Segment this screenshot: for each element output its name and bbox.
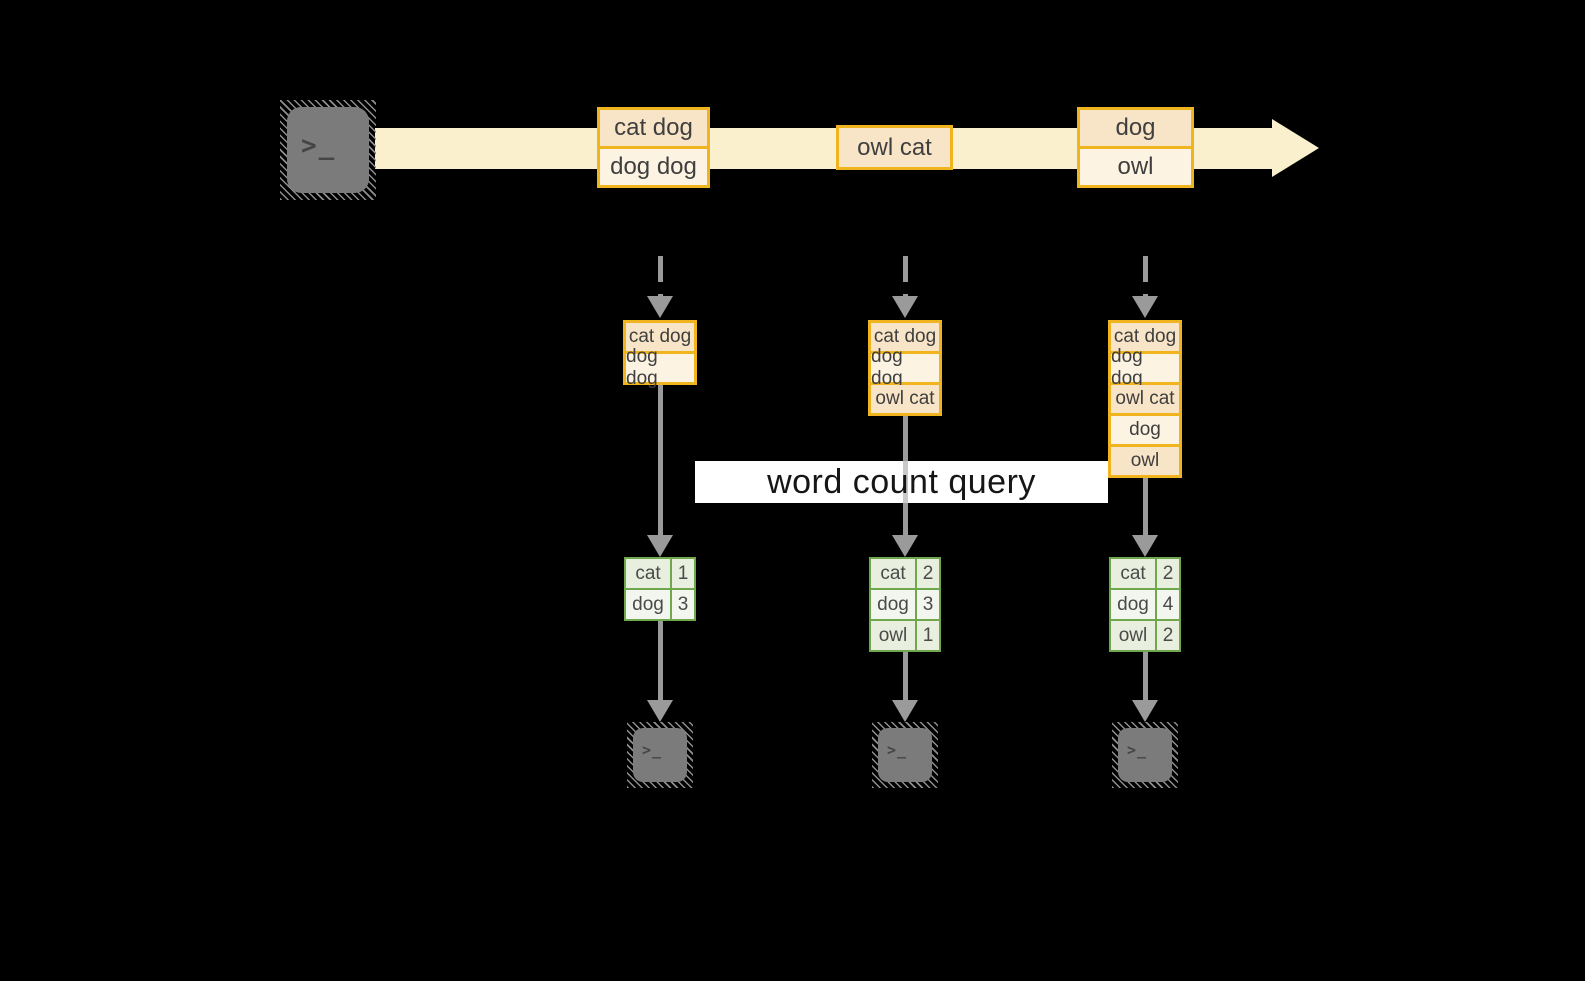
word-cell: cat <box>1111 559 1155 588</box>
terminal-prompt-icon: >_ <box>642 741 663 759</box>
word-cell: owl <box>871 621 915 650</box>
stream-event-cell: owl cat <box>839 128 950 167</box>
count-cell: 4 <box>1157 590 1179 619</box>
word-cell: cat <box>626 559 670 588</box>
output-terminal-icon: >_ <box>1112 722 1178 788</box>
ingest-arrow-dashed <box>1143 256 1148 296</box>
query-arrowhead-icon <box>647 535 673 557</box>
output-arrowhead-icon <box>1132 700 1158 722</box>
query-label-box: word count query <box>695 461 1108 503</box>
count-cell: 2 <box>917 559 939 588</box>
buffer-cell: dog dog <box>626 346 694 389</box>
count-cell: 1 <box>672 559 694 588</box>
buffer-cell: owl <box>1111 447 1179 475</box>
word-count-table-2: cat 2 dog 3 owl 1 <box>869 557 941 652</box>
buffer-cell: cat dog <box>871 323 939 351</box>
output-arrow <box>903 652 908 700</box>
count-cell: 3 <box>672 590 694 619</box>
terminal-screen: >_ <box>633 728 687 782</box>
word-cell: owl <box>1111 621 1155 650</box>
output-terminal-icon: >_ <box>872 722 938 788</box>
event-buffer-stack-2: cat dog dog dog owl cat <box>868 320 942 416</box>
terminal-prompt-icon: >_ <box>887 741 908 759</box>
count-cell: 2 <box>1157 621 1179 650</box>
buffer-cell: dog dog <box>871 346 939 389</box>
terminal-screen: >_ <box>1118 728 1172 782</box>
output-arrowhead-icon <box>892 700 918 722</box>
word-cell: cat <box>871 559 915 588</box>
count-cell: 2 <box>1157 559 1179 588</box>
buffer-cell: cat dog <box>1111 323 1179 351</box>
word-cell: dog <box>626 590 670 619</box>
stream-event-cell: dog <box>1080 110 1191 146</box>
query-label: word count query <box>767 462 1036 501</box>
word-count-table-3: cat 2 dog 4 owl 2 <box>1109 557 1181 652</box>
ingest-arrow-dashed <box>658 256 663 296</box>
word-cell: dog <box>871 590 915 619</box>
word-count-table-1: cat 1 dog 3 <box>624 557 696 621</box>
stream-event-cell: owl <box>1080 149 1191 185</box>
buffer-cell: owl cat <box>871 385 939 413</box>
stream-event-box-3: dog owl <box>1077 107 1194 188</box>
query-arrow <box>658 385 663 535</box>
terminal-screen: >_ <box>287 107 369 193</box>
stream-event-box-2: owl cat <box>836 125 953 170</box>
buffer-cell: dog <box>1111 416 1179 444</box>
ingest-arrowhead-icon <box>892 296 918 318</box>
source-terminal-icon: >_ <box>280 100 376 200</box>
output-arrowhead-icon <box>647 700 673 722</box>
stream-event-cell: cat dog <box>600 110 707 146</box>
event-buffer-stack-1: cat dog dog dog <box>623 320 697 389</box>
terminal-prompt-icon: >_ <box>1127 741 1148 759</box>
ingest-arrowhead-icon <box>1132 296 1158 318</box>
stream-arrowhead-icon <box>1272 119 1319 177</box>
query-arrowhead-icon <box>892 535 918 557</box>
output-arrow <box>658 621 663 700</box>
query-arrowhead-icon <box>1132 535 1158 557</box>
terminal-screen: >_ <box>878 728 932 782</box>
terminal-prompt-icon: >_ <box>301 131 337 161</box>
count-cell: 1 <box>917 621 939 650</box>
query-arrow <box>1143 478 1148 535</box>
ingest-arrowhead-icon <box>647 296 673 318</box>
event-buffer-stack-3: cat dog dog dog owl cat dog owl <box>1108 320 1182 478</box>
query-arrow-overlay <box>903 461 908 503</box>
stream-event-box-1: cat dog dog dog <box>597 107 710 188</box>
word-cell: dog <box>1111 590 1155 619</box>
stream-event-cell: dog dog <box>600 149 707 185</box>
buffer-cell: cat dog <box>626 323 694 351</box>
count-cell: 3 <box>917 590 939 619</box>
buffer-cell: owl cat <box>1111 385 1179 413</box>
ingest-arrow-dashed <box>903 256 908 296</box>
output-arrow <box>1143 652 1148 700</box>
output-terminal-icon: >_ <box>627 722 693 788</box>
buffer-cell: dog dog <box>1111 346 1179 389</box>
